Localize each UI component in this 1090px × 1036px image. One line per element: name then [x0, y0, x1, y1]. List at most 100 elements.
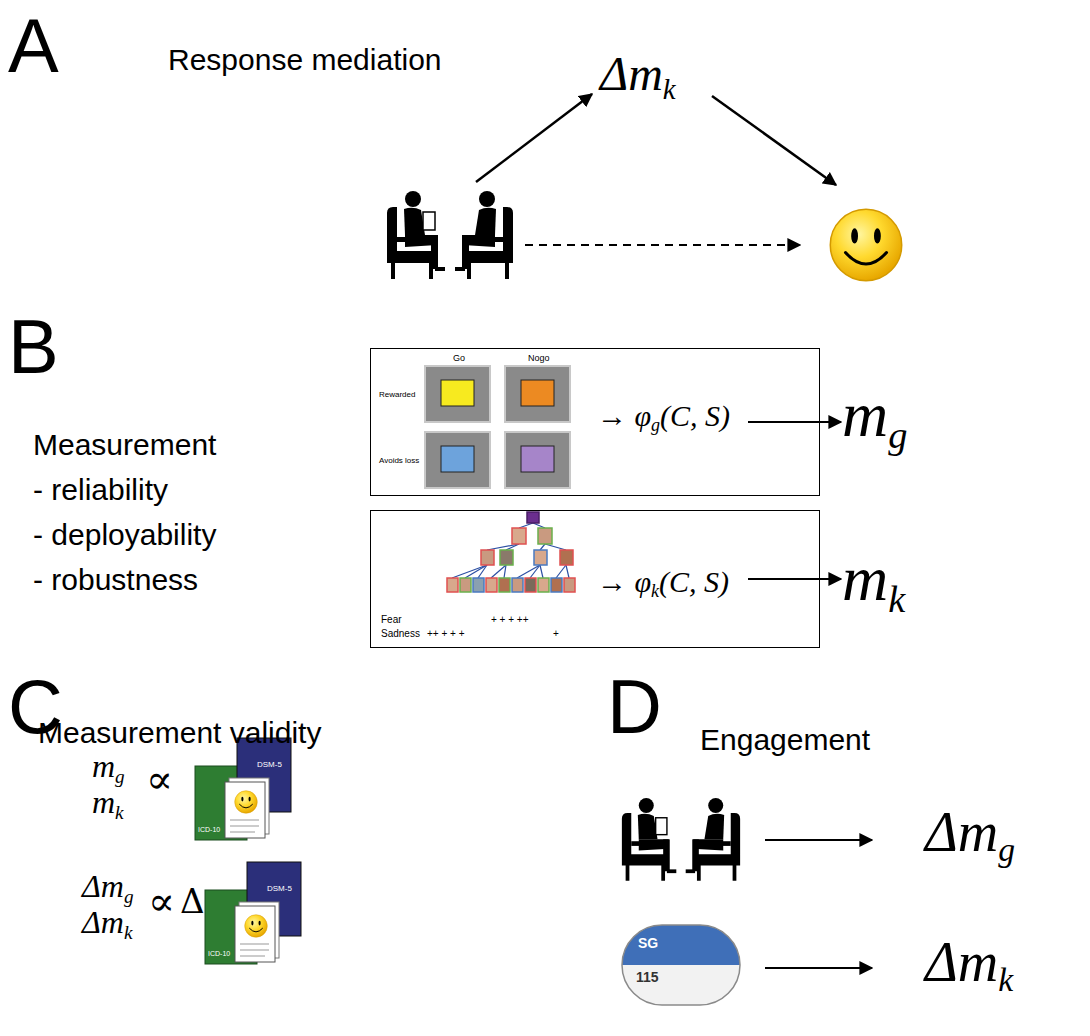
proportional-sign: ∝ [148, 878, 175, 924]
smiley-icon [830, 209, 901, 280]
math-term: Δmg [82, 868, 133, 908]
book-title: DSM-5 [267, 884, 292, 893]
proportional-sign: ∝ [148, 878, 175, 924]
face-tree [452, 523, 569, 578]
column-label: Nogo [528, 353, 550, 363]
row-label: Sadness [381, 628, 420, 640]
rating-marks: ++ + + + [427, 628, 465, 640]
arrow [476, 94, 592, 182]
mediator-term: Δmk [600, 46, 676, 106]
change-term: Δmk [925, 930, 1013, 1000]
book-title: DSM-5 [257, 760, 282, 769]
manual-books [195, 738, 291, 840]
row-label: Avoids loss [379, 456, 419, 465]
panel-title: Engagement [700, 723, 870, 758]
panel-letter: D [607, 664, 662, 749]
model-function: (C, S) [659, 565, 729, 598]
therapy-icon [387, 191, 513, 279]
measure-term: mg [842, 378, 907, 457]
change-term: Δmg [925, 800, 1015, 870]
manual-books [205, 862, 301, 964]
panel-title: Measurement [33, 428, 216, 463]
subscript: k [998, 961, 1013, 998]
subscript: g [115, 766, 125, 787]
panel-title: Response mediation [168, 43, 442, 78]
change-term: Δmk [925, 930, 1013, 1000]
subscript: g [124, 886, 134, 907]
arrow-shaft [748, 421, 821, 423]
text: Δm [925, 931, 998, 993]
mediation-figure [387, 94, 902, 281]
math-term: m [92, 748, 115, 784]
model-function: (C, S) [660, 399, 730, 432]
model-function: → φ [597, 565, 651, 598]
math-term: mg [92, 748, 125, 788]
rating-marks: ++ + + + [427, 628, 465, 639]
row-label: Fear [381, 614, 402, 626]
task-box: Go NogoRewardedAvoids loss → φg(C, S) [370, 348, 820, 496]
arrow-shaft [748, 578, 821, 580]
arrow [712, 96, 836, 185]
row-label: Fear [381, 614, 402, 625]
book-title: ICD-10 [198, 826, 220, 833]
subscript: g [651, 415, 660, 435]
model-function: → φg(C, S) [597, 399, 730, 436]
text: m [842, 379, 888, 450]
panel-letter: A [8, 3, 59, 88]
panel-title: Measurement validity [38, 716, 321, 749]
column-label: Nogo [528, 353, 550, 363]
subscript: k [651, 581, 659, 601]
list-item: - deployability [33, 518, 216, 553]
model-function: → φk(C, S) [597, 565, 729, 602]
arrow [765, 967, 872, 969]
panel-title: Response mediation [168, 43, 442, 76]
row-label: Rewarded [379, 390, 415, 399]
panel-letter: A [8, 2, 59, 89]
panel-title: Measurement [33, 428, 216, 461]
book-title: ICD-10 [198, 826, 220, 834]
mediator-term: Δmk [600, 46, 676, 106]
list-item: - robustness [33, 563, 198, 596]
list-item: - reliability [33, 473, 168, 506]
column-label: Go [453, 353, 465, 363]
math-term: Δm [82, 868, 124, 904]
pill-icon [622, 925, 740, 1005]
rating-marks: + [553, 628, 559, 640]
row-label: Rewarded [379, 390, 415, 399]
face-images [447, 512, 575, 592]
text: Δm [925, 801, 998, 863]
rating-marks: + [553, 628, 559, 639]
subscript: k [124, 922, 133, 943]
model-function: → φ [597, 399, 651, 432]
connector-arrow [820, 578, 841, 580]
text: Δm [600, 47, 663, 100]
measure-term: mk [842, 542, 905, 621]
pill-imprint: SG [638, 935, 658, 951]
panel-letter: D [607, 663, 662, 750]
proportional-sign: ∝ [146, 756, 173, 802]
panel-letter: B [8, 304, 59, 389]
panel-title: Measurement validity [38, 716, 321, 751]
list-item: - robustness [33, 563, 198, 598]
math-term: Δm [82, 904, 124, 940]
rating-marks: + + + ++ [491, 614, 529, 625]
book-title: DSM-5 [257, 760, 282, 769]
therapy-icon [622, 798, 740, 881]
engagement-figure [622, 798, 872, 1005]
panel-title: Engagement [700, 723, 870, 756]
row-label: Sadness [381, 628, 420, 639]
subscript: k [663, 73, 676, 105]
pill-imprint: 115 [636, 969, 659, 985]
pill-imprint: SG [638, 935, 658, 951]
change-term: Δmg [925, 800, 1015, 870]
connector-arrow [820, 421, 841, 423]
book-title: ICD-10 [208, 950, 230, 958]
proportional-sign: ∝ [146, 756, 173, 802]
rating-marks: + + + ++ [491, 614, 529, 626]
list-item: - deployability [33, 518, 216, 551]
delta-sign: Δ [180, 882, 205, 921]
dashed-arrow [525, 244, 800, 246]
subscript: k [115, 802, 124, 823]
measure-term: mg [842, 378, 907, 457]
delta-sign: Δ [180, 881, 205, 921]
